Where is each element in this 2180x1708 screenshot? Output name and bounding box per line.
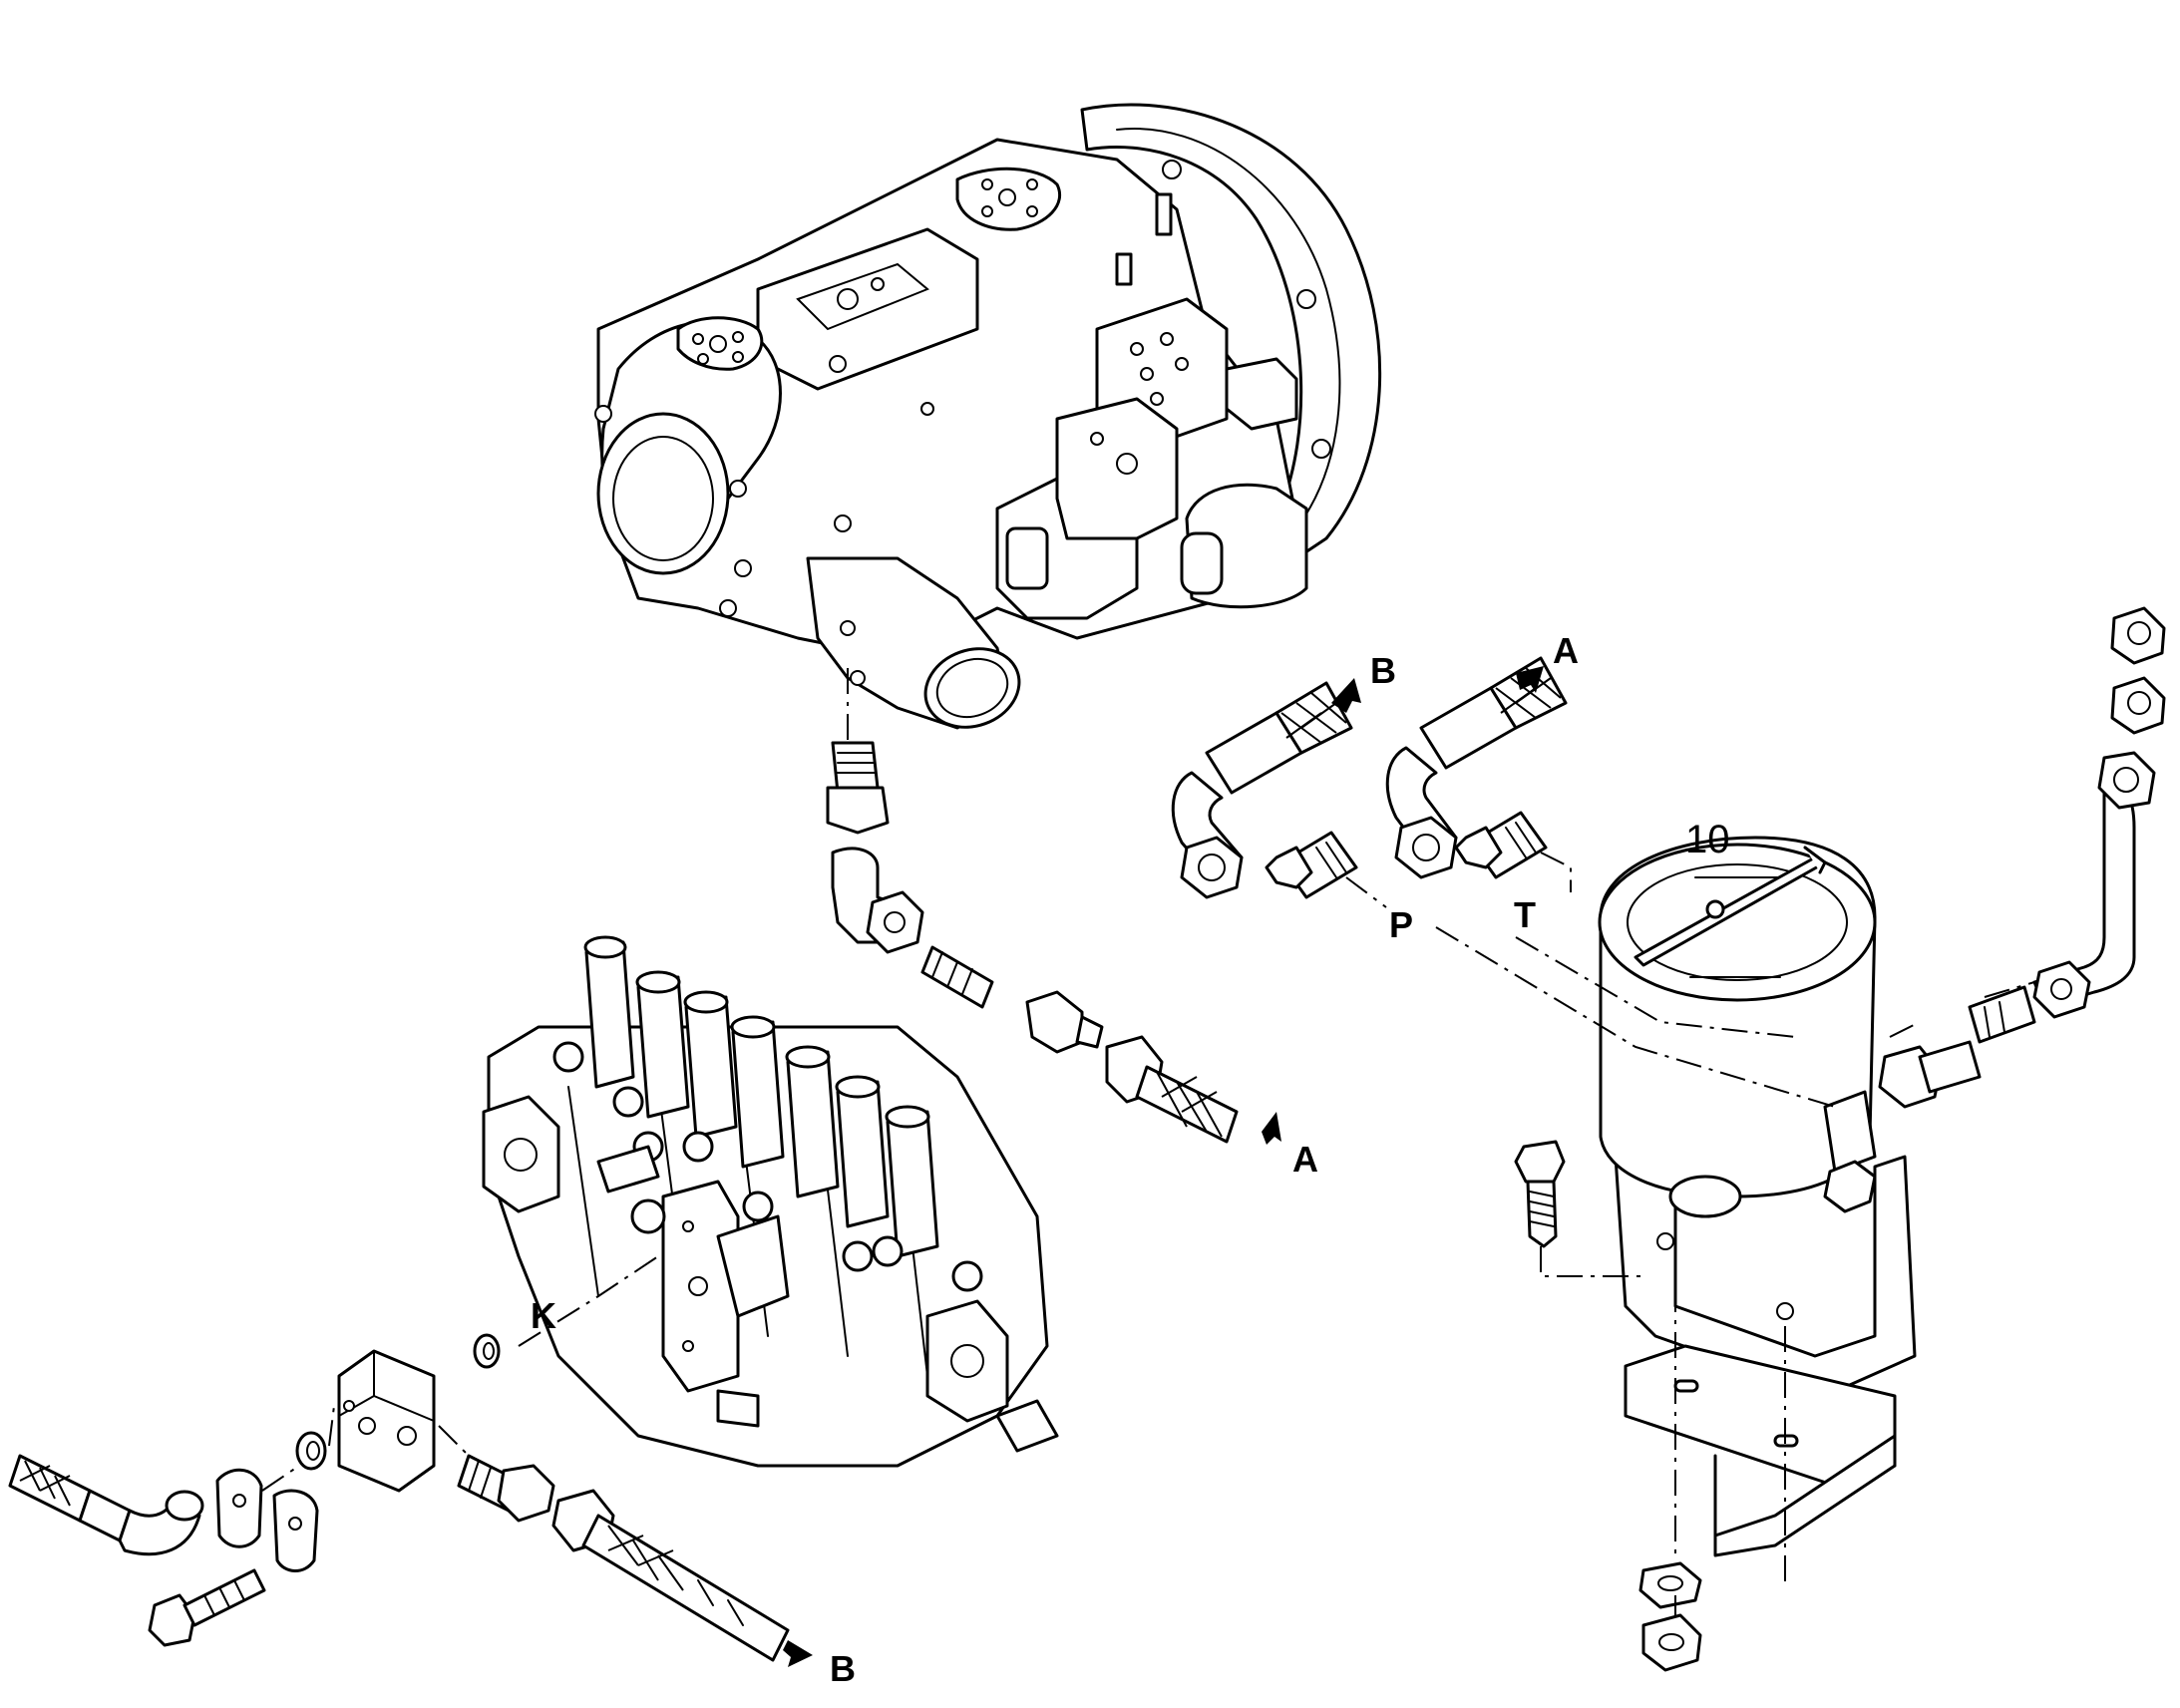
- port-label-a-top: A: [1553, 630, 1579, 671]
- fitting-chain-pump: [826, 741, 1239, 1144]
- fitting-t: [1454, 811, 1548, 879]
- hydraulic-pump-assembly: [594, 103, 1382, 730]
- port-label-b-bottom: B: [830, 1648, 856, 1689]
- fitting-p: [1265, 831, 1358, 899]
- port-labels: 10 A B P T A K B: [531, 630, 1730, 1689]
- port-label-b-top: B: [1370, 650, 1396, 691]
- k-port-fittings: [8, 1333, 790, 1662]
- hose-b-top: [1171, 681, 1353, 899]
- port-label-t: T: [1514, 894, 1536, 935]
- port-arrows: [783, 666, 1544, 1667]
- leader-lines: [261, 668, 2035, 1615]
- port-label-p: P: [1389, 904, 1413, 945]
- port-label-a-mid: A: [1292, 1139, 1318, 1180]
- filter-pipe-fittings: [1514, 606, 2166, 1672]
- filter-assembly: [1598, 836, 1917, 1557]
- item-number-10: 10: [1685, 818, 1730, 861]
- port-label-k: K: [531, 1295, 556, 1336]
- hose-a-top: [1385, 656, 1568, 879]
- control-valve-bank: [482, 935, 1059, 1468]
